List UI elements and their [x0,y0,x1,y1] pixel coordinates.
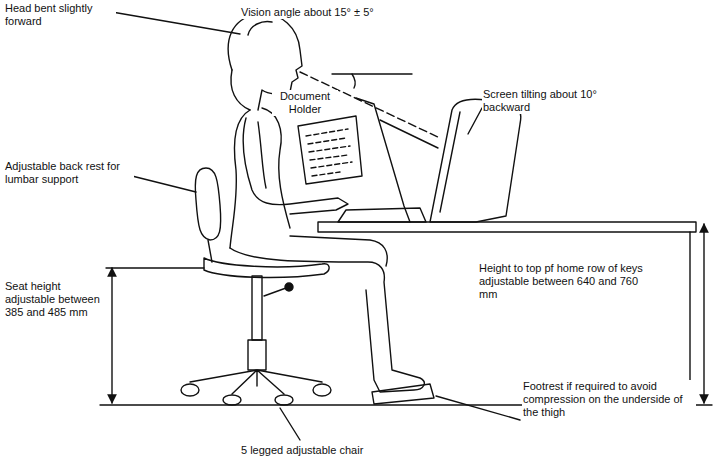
leader-line [132,176,196,192]
caster [313,384,331,396]
document-holder-arm [380,120,438,148]
desk-top [318,222,696,232]
chest [262,108,290,228]
leader-line [112,12,240,34]
part-label: 5 legged adjustable chair [240,444,442,457]
extension-line [106,267,204,268]
callout-label: Footrest if required to avoid compressio… [522,380,696,419]
document-text-lines [306,129,352,176]
hair [248,22,272,35]
chair-backrest [195,168,220,240]
thigh-top [290,236,387,266]
caster [275,395,293,405]
screen-face [440,112,460,212]
screen [430,99,521,222]
dimension-label: Seat height adjustable between 385 and 4… [4,280,106,319]
document-holder-arm [356,98,410,222]
chair-column-base [248,340,266,370]
hair [231,70,250,110]
chair-seat [204,258,329,277]
height-lever [264,288,286,296]
document [298,116,362,184]
angle-arc [352,74,355,88]
dimension-label: Height to top pf home row of keys adjust… [478,262,658,301]
caster [223,395,241,405]
keyboard [338,208,426,222]
back [230,110,250,248]
chair-column [252,276,262,340]
arm-inner [258,122,266,188]
leader-line [436,396,520,420]
caster [181,384,199,396]
chair-legs [190,370,322,394]
footrest [372,384,434,404]
callout-label: Vision angle about 15° ± 5° [240,6,442,19]
part-label: Document Holder [272,90,338,116]
dimension-line [111,268,112,403]
callout-label: Adjustable back rest for lumbar support [4,160,134,186]
chair-back-support [208,240,212,262]
dimension-line [703,224,704,403]
leader-line [280,408,300,440]
lever-knob [285,283,293,291]
callout-label: Head bent slightly forward [4,2,116,28]
horizontal-reference [332,73,412,74]
leader-line [468,108,482,134]
callout-label: Screen tilting about 10° backward [482,88,624,114]
